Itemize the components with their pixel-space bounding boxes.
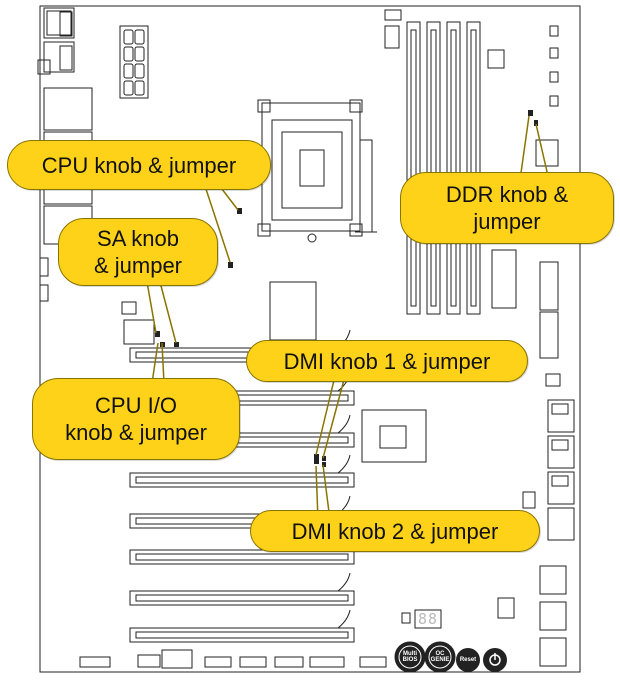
callout-cpuio-line2: knob & jumper: [65, 420, 207, 445]
callout-cpu-io-knob-jumper: CPU I/O knob & jumper: [32, 378, 240, 460]
multi-bios-button-label: Multi BIOS: [402, 651, 418, 663]
pcie-slots: [129, 329, 355, 643]
callout-sa-line2: & jumper: [93, 253, 183, 278]
cpu-socket: [257, 99, 377, 243]
pch-chip: [361, 409, 427, 463]
chipset-heatsink: [269, 281, 317, 341]
debug-led: [414, 609, 442, 629]
board-outline: [39, 5, 581, 673]
callout-sa-knob-jumper: SA knob & jumper: [58, 218, 218, 286]
callout-dmi2-knob-jumper: DMI knob 2 & jumper: [250, 510, 540, 552]
debug-led-digits: 88: [418, 610, 439, 628]
callout-cpu-label: CPU knob & jumper: [41, 152, 237, 178]
dip-switches: [535, 25, 559, 167]
callout-dmi2-label: DMI knob 2 & jumper: [291, 518, 499, 544]
callout-dmi1-knob-jumper: DMI knob 1 & jumper: [246, 340, 528, 382]
oc-genie-button-label: OC GENIE: [430, 651, 450, 663]
bottom-headers: [79, 649, 387, 669]
onboard-buttons: [394, 641, 507, 673]
callout-ddr-line2: jumper: [473, 209, 541, 234]
callout-dmi1-label: DMI knob 1 & jumper: [283, 348, 491, 374]
reset-button-label: Reset: [459, 657, 477, 663]
atx-24pin-connector: [491, 249, 517, 309]
dimm-slots: [406, 21, 481, 315]
callout-cpuio-line1: CPU I/O: [95, 393, 177, 418]
callout-sa-line1: SA knob: [97, 226, 179, 251]
sata-ports: [547, 399, 575, 541]
callout-ddr-line1: DDR knob &: [445, 182, 569, 207]
callout-ddr-knob-jumper: DDR knob & jumper: [400, 172, 614, 244]
callout-cpu-knob-jumper: CPU knob & jumper: [7, 140, 271, 190]
cpu-power-connector: [119, 25, 149, 99]
